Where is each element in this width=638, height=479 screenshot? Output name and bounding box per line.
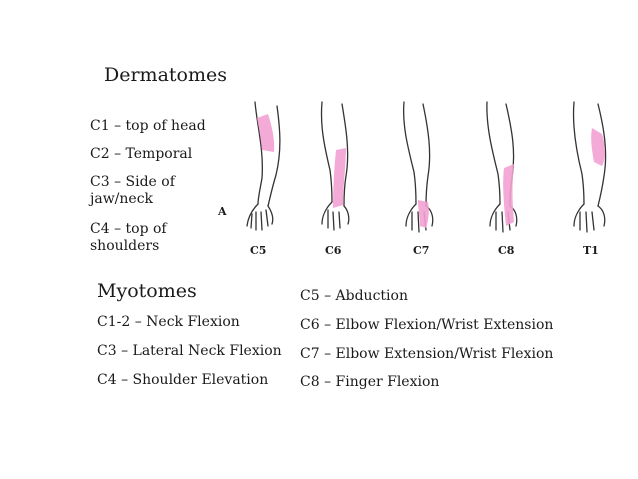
arm-label-c6: C6 xyxy=(325,244,342,257)
c8-dermatome-region xyxy=(503,164,514,226)
arm-c6-outline xyxy=(320,101,350,231)
arm-label-c5: C5 xyxy=(250,244,267,257)
c7-dermatome-region xyxy=(418,200,429,228)
myotome-item-c5: C5 – Abduction xyxy=(300,288,408,304)
myotome-item-c7: C7 – Elbow Extension/Wrist Flexion xyxy=(300,346,554,362)
c6-dermatome-region xyxy=(333,148,346,208)
dermatome-item-c4: C4 – top of shoulders xyxy=(90,221,167,254)
myotome-item-c6: C6 – Elbow Flexion/Wrist Extension xyxy=(300,317,554,333)
c5-dermatome-region xyxy=(257,114,275,152)
arm-c7-outline xyxy=(402,101,434,233)
myotomes-heading: Myotomes xyxy=(97,280,197,302)
arm-c5-outline xyxy=(246,101,281,231)
arm-t1-outline xyxy=(572,101,607,233)
t1-dermatome-region xyxy=(591,128,605,166)
arm-label-t1: T1 xyxy=(583,244,599,257)
myotome-item-c3: C3 – Lateral Neck Flexion xyxy=(97,343,282,359)
arm-label-c8: C8 xyxy=(498,244,515,257)
myotome-item-c4: C4 – Shoulder Elevation xyxy=(97,372,269,388)
panel-label: A xyxy=(218,205,227,218)
dermatome-item-c1: C1 – top of head xyxy=(90,118,206,134)
arm-label-c7: C7 xyxy=(413,244,430,257)
dermatomes-heading: Dermatomes xyxy=(104,64,227,86)
dermatome-item-c2: C2 – Temporal xyxy=(90,146,193,162)
myotome-item-c1-2: C1-2 – Neck Flexion xyxy=(97,314,240,330)
dermatome-item-c3: C3 – Side of jaw/neck xyxy=(90,174,175,207)
myotome-item-c8: C8 – Finger Flexion xyxy=(300,374,440,390)
